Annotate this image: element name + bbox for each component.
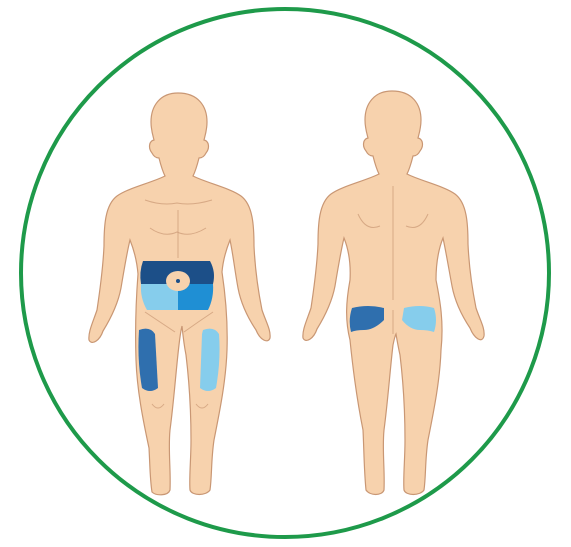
thigh-right-zone — [200, 329, 220, 391]
navel-dot — [176, 279, 180, 283]
thigh-left-zone — [138, 329, 158, 391]
back-body-figure — [303, 91, 484, 495]
